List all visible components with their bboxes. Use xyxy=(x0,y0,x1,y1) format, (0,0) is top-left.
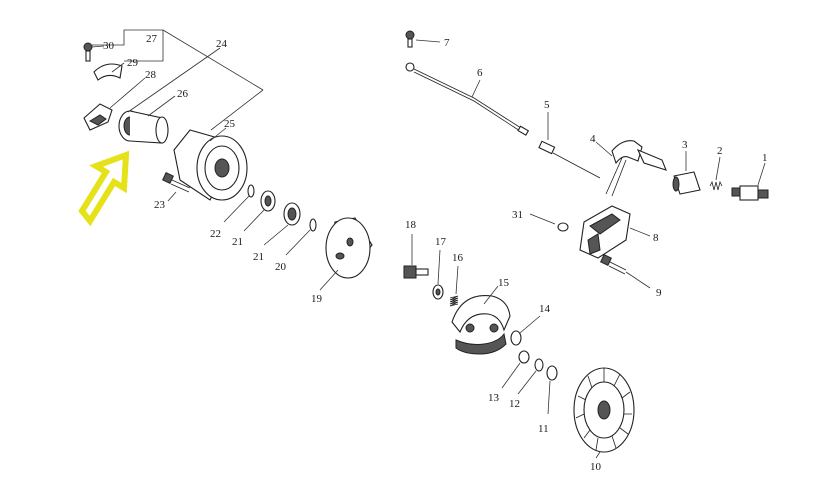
label-4: 4 xyxy=(590,133,596,145)
leader-17 xyxy=(437,249,441,285)
label-20: 20 xyxy=(275,261,287,273)
leader-1 xyxy=(757,162,766,186)
part-washer-17 xyxy=(432,284,444,300)
part-nut-13 xyxy=(518,350,530,364)
label-3: 3 xyxy=(682,139,688,151)
leader-15 xyxy=(483,285,499,305)
leader-10 xyxy=(595,451,601,459)
part-wire-6 xyxy=(405,62,530,136)
leader-8 xyxy=(629,227,651,237)
label-7: 7 xyxy=(444,37,450,49)
part-connector-5 xyxy=(538,140,601,179)
part-bolt-18 xyxy=(403,265,429,279)
label-1: 1 xyxy=(762,152,768,164)
part-bearing-21b xyxy=(283,202,301,226)
label-21a: 21 xyxy=(232,236,243,248)
label-31: 31 xyxy=(512,209,523,221)
part-boot-3 xyxy=(672,171,701,195)
part-washer-14 xyxy=(510,330,522,346)
label-25: 25 xyxy=(224,118,236,130)
part-tube-26 xyxy=(118,110,169,144)
part-ring-20 xyxy=(309,218,317,232)
label-16: 16 xyxy=(452,252,464,264)
label-10: 10 xyxy=(590,461,602,473)
leader-14 xyxy=(519,315,541,334)
label-30: 30 xyxy=(103,40,115,52)
part-flywheel-10 xyxy=(573,367,635,453)
part-spring-16 xyxy=(449,295,459,307)
label-28: 28 xyxy=(145,69,157,81)
label-12: 12 xyxy=(509,398,520,410)
label-17: 17 xyxy=(435,236,447,248)
part-spring-2 xyxy=(709,180,723,191)
label-2: 2 xyxy=(717,145,723,157)
label-15: 15 xyxy=(498,277,510,289)
part-bolt-9 xyxy=(600,254,627,275)
label-22: 22 xyxy=(210,228,221,240)
yellow-arrow-icon xyxy=(78,150,130,227)
part-housing-25 xyxy=(173,129,248,201)
label-13: 13 xyxy=(488,392,500,404)
part-ring-22 xyxy=(247,184,255,198)
leader-7 xyxy=(415,39,441,43)
leader-31 xyxy=(529,213,556,225)
part-cap-4 xyxy=(605,140,667,197)
part-clamp-28 xyxy=(83,103,113,131)
part-drum-19 xyxy=(325,217,373,279)
part-sparkplug-1 xyxy=(731,185,769,201)
bracket-lines xyxy=(92,29,264,91)
label-9: 9 xyxy=(656,287,662,299)
label-24: 24 xyxy=(216,38,228,50)
label-18: 18 xyxy=(405,219,417,231)
label-14: 14 xyxy=(539,303,551,315)
label-29: 29 xyxy=(127,57,139,69)
part-washer-12 xyxy=(534,358,544,372)
label-27: 27 xyxy=(146,33,158,45)
leader-9 xyxy=(625,271,651,289)
label-6: 6 xyxy=(477,67,483,79)
part-module-8 xyxy=(579,205,631,259)
label-8: 8 xyxy=(653,232,659,244)
leader-12 xyxy=(517,370,537,395)
part-washer-11 xyxy=(546,365,558,381)
leader-13 xyxy=(501,362,521,389)
leader-11 xyxy=(547,380,551,415)
part-bearing-21a xyxy=(260,190,276,212)
part-screw-30 xyxy=(83,42,93,62)
part-clutch-15 xyxy=(451,294,511,355)
leader-16 xyxy=(455,265,459,295)
part-screw-7 xyxy=(405,30,415,48)
part-number-labels: 30 27 24 29 28 26 25 23 22 21 21 20 19 7… xyxy=(103,33,768,473)
label-23: 23 xyxy=(154,199,166,211)
label-26: 26 xyxy=(177,88,189,100)
leader-4 xyxy=(595,141,613,157)
label-5: 5 xyxy=(544,99,550,111)
part-clamp-29 xyxy=(93,63,123,81)
leader-lines-left xyxy=(91,45,339,291)
part-bolt-23 xyxy=(162,172,191,193)
label-11: 11 xyxy=(538,423,549,435)
part-washer-31 xyxy=(557,222,569,232)
label-19: 19 xyxy=(311,293,323,305)
label-21b: 21 xyxy=(253,251,264,263)
leader-6 xyxy=(471,79,481,98)
leader-2 xyxy=(715,156,721,181)
